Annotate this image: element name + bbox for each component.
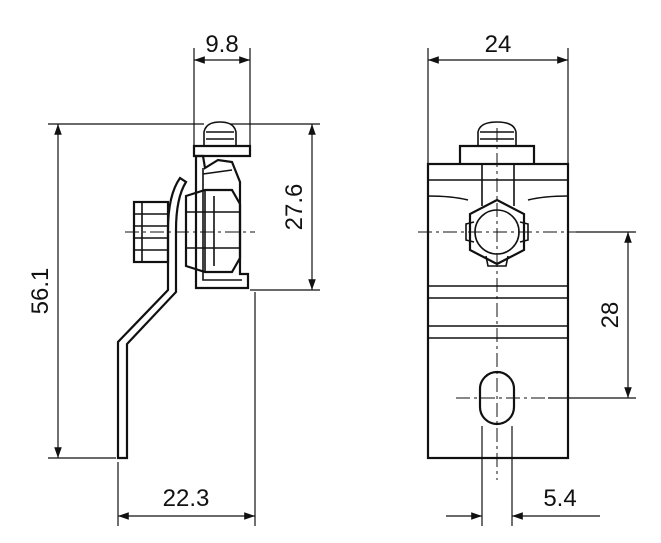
bent-strap xyxy=(116,176,188,460)
dim-label-56-1: 56.1 xyxy=(27,268,54,315)
dim-label-9-8: 9.8 xyxy=(205,31,238,58)
side-view: 9.8 27.6 56.1 22.3 xyxy=(27,31,320,526)
inner-hex-block xyxy=(184,188,242,274)
dim-label-27-6: 27.6 xyxy=(281,184,308,231)
inner-hex-detail xyxy=(186,190,240,272)
front-view: 24 28 5.4 xyxy=(418,31,636,526)
side-nut-detail xyxy=(134,202,168,262)
front-grooves xyxy=(428,285,568,339)
dim-label-22-3: 22.3 xyxy=(163,485,210,512)
front-body xyxy=(426,162,570,460)
dim-label-28: 28 xyxy=(597,302,624,329)
dim-label-24: 24 xyxy=(485,31,512,58)
clamp-housing xyxy=(194,154,250,290)
dim-label-5-4: 5.4 xyxy=(543,485,576,512)
clamp-housing-inner xyxy=(202,168,242,281)
top-plate xyxy=(192,144,252,158)
top-screw-head xyxy=(203,121,237,146)
front-recess xyxy=(427,164,569,206)
